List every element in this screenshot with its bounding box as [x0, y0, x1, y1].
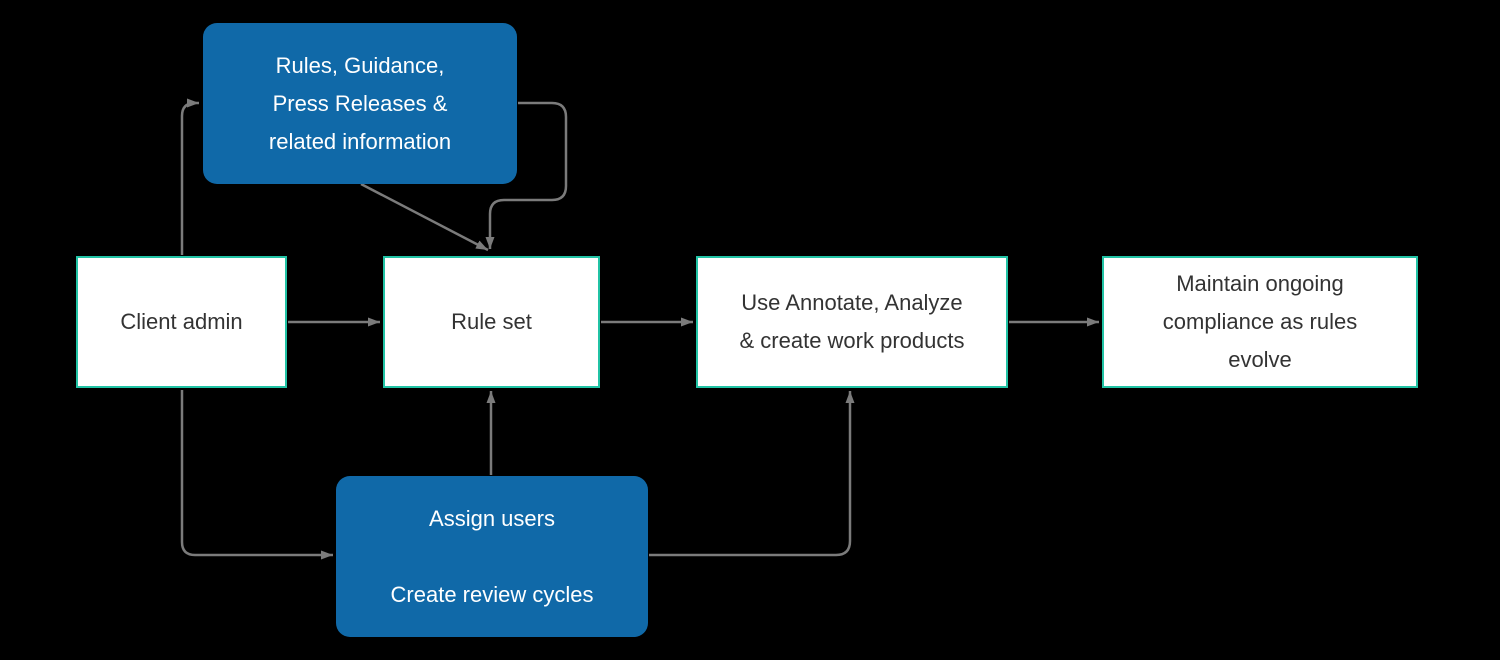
edge-sources-diagonal-to-rule-set: [360, 182, 489, 252]
node-rule-set: Rule set: [383, 256, 600, 388]
node-client-admin: Client admin: [76, 256, 287, 388]
edge-client-admin-to-admin-tasks: [180, 390, 333, 560]
edge-client-admin-to-sources: [180, 98, 199, 255]
node-maintain-compliance: Maintain ongoing compliance as rules evo…: [1102, 256, 1418, 388]
node-rules-guidance-sources: Rules, Guidance, Press Releases & relate…: [203, 23, 517, 184]
node-work-products: Use Annotate, Analyze & create work prod…: [696, 256, 1008, 388]
node-assign-users-review-cycles: Assign users Create review cycles: [336, 476, 648, 637]
edge-admin-tasks-to-work-products: [649, 391, 855, 557]
